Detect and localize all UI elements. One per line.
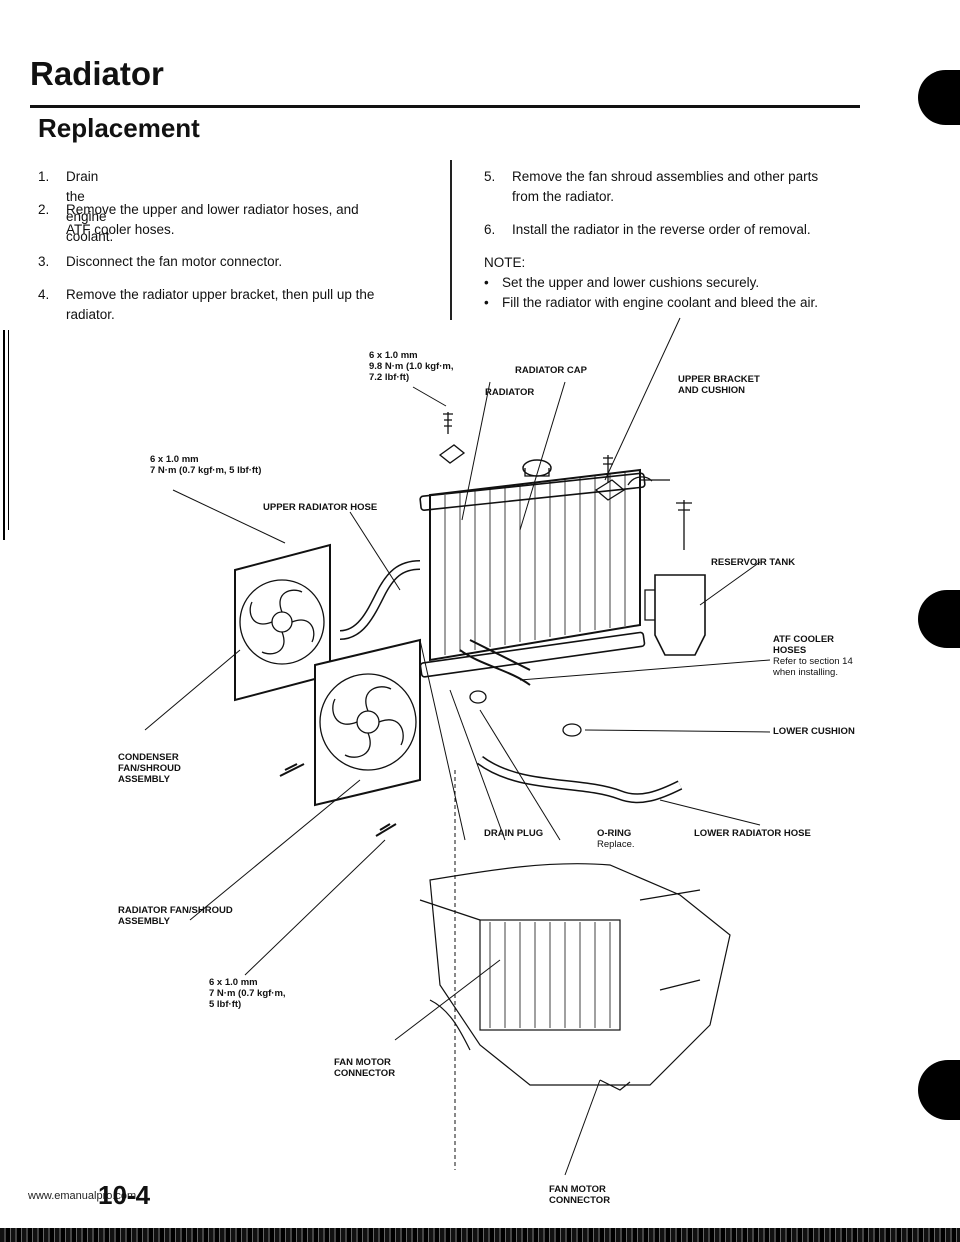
label-note: Refer to section 14: [773, 656, 853, 667]
label-line: 9.8 N·m (1.0 kgf·m,: [369, 361, 454, 372]
label-note: when installing.: [773, 667, 838, 678]
label-torque-top: 6 x 1.0 mm 9.8 N·m (1.0 kgf·m, 7.2 lbf·f…: [369, 350, 453, 383]
step-number: 2.: [38, 202, 50, 217]
step-number: 3.: [38, 254, 50, 269]
step-text-cont: ATF cooler hoses.: [66, 222, 175, 237]
note-text: Set the upper and lower cushions securel…: [502, 275, 760, 290]
edge-tab: [918, 70, 960, 125]
label-line: HOSES: [773, 645, 807, 656]
label-fan-motor-connector: FAN MOTOR CONNECTOR: [334, 1057, 395, 1079]
label-line: CONNECTOR: [549, 1195, 611, 1206]
label-line: 6 x 1.0 mm: [150, 454, 199, 465]
label-note: Replace.: [597, 839, 635, 850]
label-line: UPPER BRACKET: [678, 374, 760, 385]
label-line: AND CUSHION: [678, 385, 746, 396]
step-number: 4.: [38, 287, 50, 302]
label-line: ASSEMBLY: [118, 774, 170, 785]
label-line: O-RING: [597, 828, 632, 839]
label-line: CONNECTOR: [334, 1068, 396, 1079]
label-torque-bottom: 6 x 1.0 mm 7 N·m (0.7 kgf·m, 5 lbf·ft): [209, 977, 286, 1010]
step-text: Remove the upper and lower radiator hose…: [66, 202, 359, 217]
step-number: 1.: [38, 169, 50, 184]
label-torque-left: 6 x 1.0 mm 7 N·m (0.7 kgf·m, 5 lbf·ft): [150, 454, 261, 476]
label-line: CONDENSER: [118, 752, 179, 763]
label-radiator: RADIATOR: [485, 387, 535, 398]
label-lower-hose: LOWER RADIATOR HOSE: [694, 828, 811, 839]
label-line: ASSEMBLY: [118, 916, 170, 927]
note-text: Fill the radiator with engine coolant an…: [502, 295, 818, 310]
label-radiator-cap: RADIATOR CAP: [515, 365, 587, 376]
scan-edge: [8, 330, 9, 530]
bullet-dot: •: [484, 275, 489, 290]
label-oring: O-RING Replace.: [597, 828, 635, 850]
radiator-fan-shroud: [314, 638, 421, 807]
edge-tab: [918, 590, 960, 648]
note-heading: NOTE:: [484, 255, 526, 270]
step-text-cont: radiator.: [66, 307, 115, 322]
step-text: Remove the fan shroud assemblies and oth…: [512, 169, 819, 184]
step-number: 6.: [484, 222, 496, 237]
radiator-core: [419, 468, 646, 678]
section-subtitle: Replacement: [38, 113, 200, 143]
label-line: FAN MOTOR: [334, 1057, 391, 1068]
step-text-cont: from the radiator.: [512, 189, 615, 204]
page-title: Radiator: [30, 55, 164, 92]
label-upper-bracket: UPPER BRACKET AND CUSHION: [678, 374, 760, 396]
label-line: 7 N·m (0.7 kgf·m,: [209, 988, 286, 999]
label-line: FAN MOTOR: [549, 1184, 606, 1195]
scan-edge: [3, 330, 5, 540]
label-line: ATF COOLER: [773, 634, 835, 645]
label-rad-fan: RADIATOR FAN/SHROUD ASSEMBLY: [118, 905, 233, 927]
step-text: Install the radiator in the reverse orde…: [512, 222, 811, 237]
engine-bay-drawing: [419, 863, 731, 1091]
edge-tab: [918, 1060, 960, 1120]
label-reservoir: RESERVOIR TANK: [711, 557, 796, 568]
label-line: 7 N·m (0.7 kgf·m, 5 lbf·ft): [150, 465, 262, 476]
page-number: 10-4: [98, 1180, 151, 1210]
step-text: Remove the radiator upper bracket, then …: [66, 287, 375, 302]
label-upper-hose: UPPER RADIATOR HOSE: [263, 502, 378, 513]
title-rule: [30, 105, 860, 108]
scan-bottom-strip: [0, 1228, 960, 1242]
step-number: 5.: [484, 169, 496, 184]
bullet-dot: •: [484, 295, 489, 310]
label-line: 7.2 lbf·ft): [369, 372, 410, 383]
label-line: RADIATOR FAN/SHROUD: [118, 905, 233, 916]
label-lower-cushion: LOWER CUSHION: [773, 726, 855, 737]
label-line: 6 x 1.0 mm: [209, 977, 258, 988]
label-condenser: CONDENSER FAN/SHROUD ASSEMBLY: [118, 752, 181, 785]
site-watermark: www.emanualpro.com: [28, 1190, 137, 1202]
label-line: 6 x 1.0 mm: [369, 350, 418, 361]
step-text: Disconnect the fan motor connector.: [66, 254, 283, 269]
column-divider: [450, 160, 452, 320]
step-text: Drain the engine coolant.: [66, 169, 114, 244]
label-fan-motor-connector-2: FAN MOTOR CONNECTOR: [549, 1184, 610, 1206]
label-drain-plug: DRAIN PLUG: [484, 828, 544, 839]
label-line: 5 lbf·ft): [209, 999, 242, 1010]
label-line: FAN/SHROUD: [118, 763, 181, 774]
label-atf-hoses: ATF COOLER HOSES Refer to section 14 whe…: [773, 634, 853, 678]
